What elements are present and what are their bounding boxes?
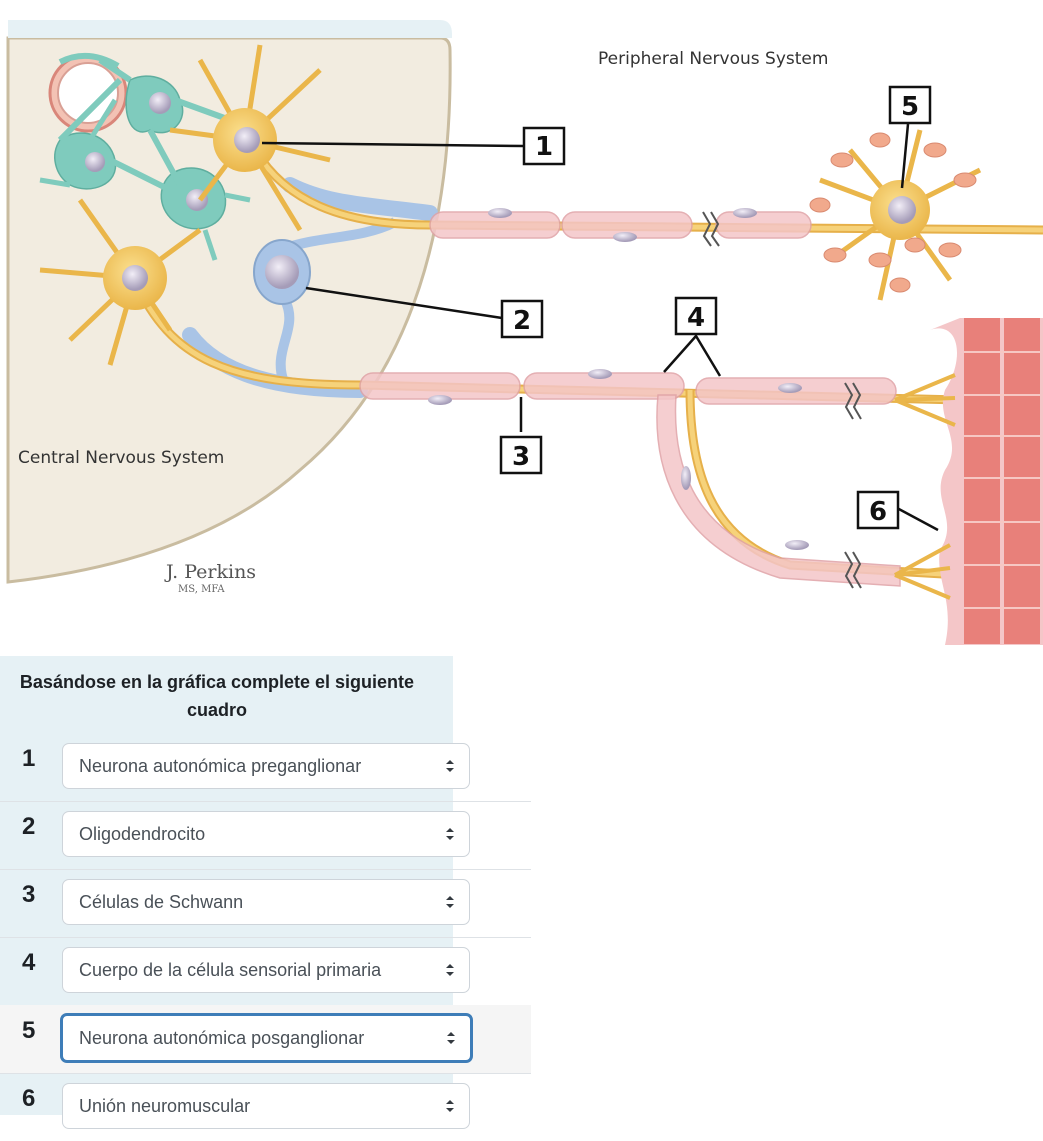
select-caret-icon (446, 828, 454, 840)
callout-5: 5 (888, 85, 932, 125)
svg-text:2: 2 (513, 306, 531, 336)
signature-credentials: MS, MFA (178, 584, 225, 595)
row-number: 1 (22, 745, 36, 772)
astrocytes (39, 57, 251, 261)
callout-2: 2 (500, 299, 544, 339)
svg-text:6: 6 (869, 497, 887, 527)
select-caret-icon (447, 1032, 455, 1044)
answer-select-3[interactable]: Células de Schwann (62, 879, 470, 925)
central-label: Central Nervous System (18, 448, 224, 468)
select-caret-icon (446, 896, 454, 908)
oligodendrocyte (253, 217, 398, 387)
select-value: Oligodendrocito (79, 824, 206, 844)
signature-name: J. Perkins (164, 561, 256, 583)
answer-select-5[interactable]: Neurona autonómica posganglionar (60, 1013, 473, 1063)
question-title: Basándose en la gráfica complete el sigu… (19, 672, 415, 720)
row-number: 5 (22, 1017, 36, 1044)
leader-lines (261, 123, 939, 532)
nervous-system-diagram: Peripheral Nervous System Central Nervou… (6, 20, 1043, 645)
row-number: 2 (22, 813, 36, 840)
answer-row-5: 5 Neurona autonómica posganglionar (0, 1005, 531, 1074)
answer-row-6: 6 Unión neuromuscular (0, 1073, 531, 1141)
select-value: Unión neuromuscular (79, 1096, 251, 1116)
row-number: 4 (22, 949, 36, 976)
answer-select-4[interactable]: Cuerpo de la célula sensorial primaria (62, 947, 470, 993)
motor-neuron (39, 198, 961, 580)
row-number: 3 (22, 881, 36, 908)
skeletal-muscle (894, 318, 1043, 645)
svg-text:1: 1 (535, 132, 553, 162)
select-caret-icon (446, 964, 454, 976)
answer-row-3: 3 Células de Schwann (0, 869, 531, 938)
callout-6: 6 (856, 490, 900, 530)
select-value: Neurona autonómica preganglionar (79, 756, 362, 776)
cns-region (6, 20, 452, 584)
answer-select-2[interactable]: Oligodendrocito (62, 811, 470, 857)
select-caret-icon (446, 760, 454, 772)
callout-3: 3 (499, 435, 543, 475)
ganglion-neuron (809, 129, 982, 301)
answer-select-6[interactable]: Unión neuromuscular (62, 1083, 470, 1129)
select-value: Neurona autonómica posganglionar (79, 1028, 365, 1048)
svg-text:3: 3 (512, 442, 530, 472)
select-value: Cuerpo de la célula sensorial primaria (79, 960, 382, 980)
schwann-cells-upper (429, 208, 812, 242)
callout-4: 4 (674, 296, 718, 336)
peripheral-label: Peripheral Nervous System (598, 49, 828, 69)
answer-row-4: 4 Cuerpo de la célula sensorial primaria (0, 937, 531, 1006)
svg-text:5: 5 (901, 92, 919, 122)
axon-break-marks (702, 211, 862, 589)
svg-text:4: 4 (687, 303, 705, 333)
answer-select-1[interactable]: Neurona autonómica preganglionar (62, 743, 470, 789)
select-value: Células de Schwann (79, 892, 244, 912)
schwann-cells-lower (359, 369, 901, 587)
select-caret-icon (446, 1100, 454, 1112)
row-number: 6 (22, 1085, 36, 1112)
answer-row-1: 1 Neurona autonómica preganglionar (0, 733, 531, 802)
answer-row-2: 2 Oligodendrocito (0, 801, 531, 870)
callout-1: 1 (522, 126, 566, 166)
preganglionic-neuron (169, 44, 1043, 235)
